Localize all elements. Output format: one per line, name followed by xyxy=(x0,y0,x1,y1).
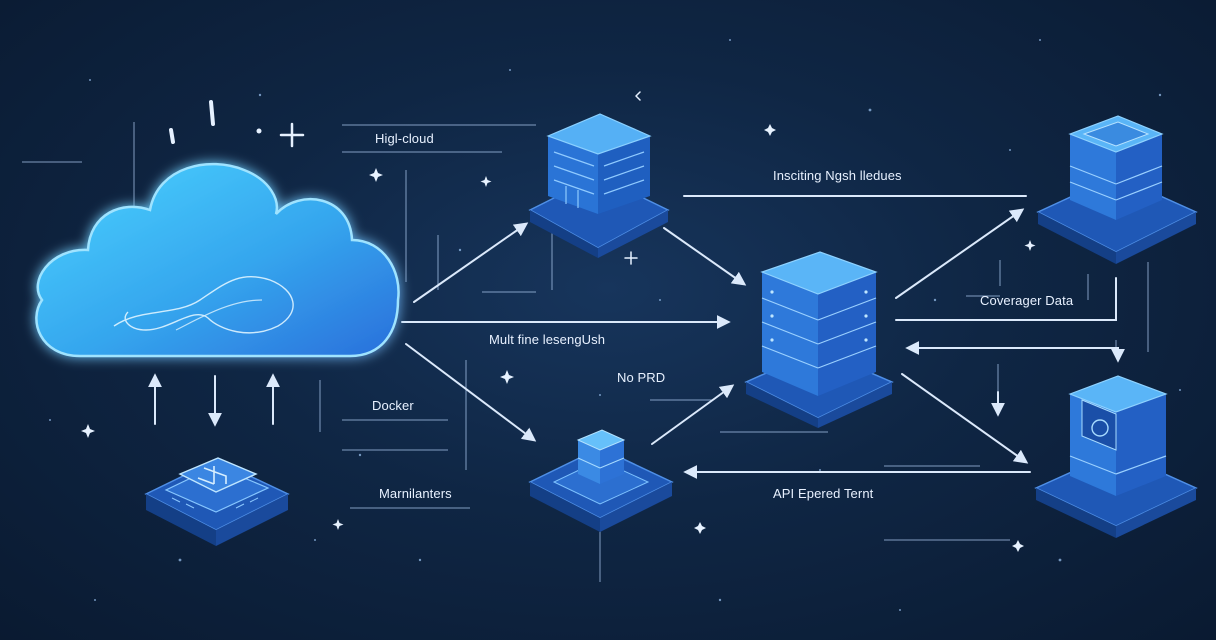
arrow-cloud-to-chip xyxy=(405,343,537,442)
label-api: API Epered Ternt xyxy=(773,486,874,501)
label-mult-fine: Mult fine lesengUsh xyxy=(489,332,606,347)
arrow-chip-to-core xyxy=(651,384,735,445)
server-stack-icon xyxy=(528,113,670,258)
flow-arrows xyxy=(148,195,1125,479)
database-icon-bottom xyxy=(1034,375,1198,538)
label-inscriting: Insciting Ngsh lledues xyxy=(773,168,902,183)
label-high-cloud: Higl-cloud xyxy=(375,131,434,146)
label-marnilanters: Marnilanters xyxy=(379,486,452,501)
core-server-icon xyxy=(744,251,894,428)
database-icon-top xyxy=(1036,115,1198,264)
arrow-core-to-db xyxy=(901,373,1029,464)
cloud-icon xyxy=(35,162,400,358)
label-no-prd: No PRD xyxy=(617,370,666,385)
decorative-marks xyxy=(169,91,641,265)
arrow-db-to-core xyxy=(905,341,1125,363)
docker-chip-icon xyxy=(528,429,674,532)
sparkles xyxy=(81,124,1142,552)
label-docker: Docker xyxy=(372,398,414,413)
arrow-core-right xyxy=(895,277,1117,321)
label-coverager-data: Coverager Data xyxy=(980,293,1074,308)
background-stars xyxy=(49,39,1181,611)
arrow-core-to-topright xyxy=(895,208,1025,299)
arrow-cloud-to-server-top xyxy=(413,222,529,303)
arrow-servertop-to-core xyxy=(663,227,747,286)
processor-chip-icon xyxy=(144,457,290,546)
